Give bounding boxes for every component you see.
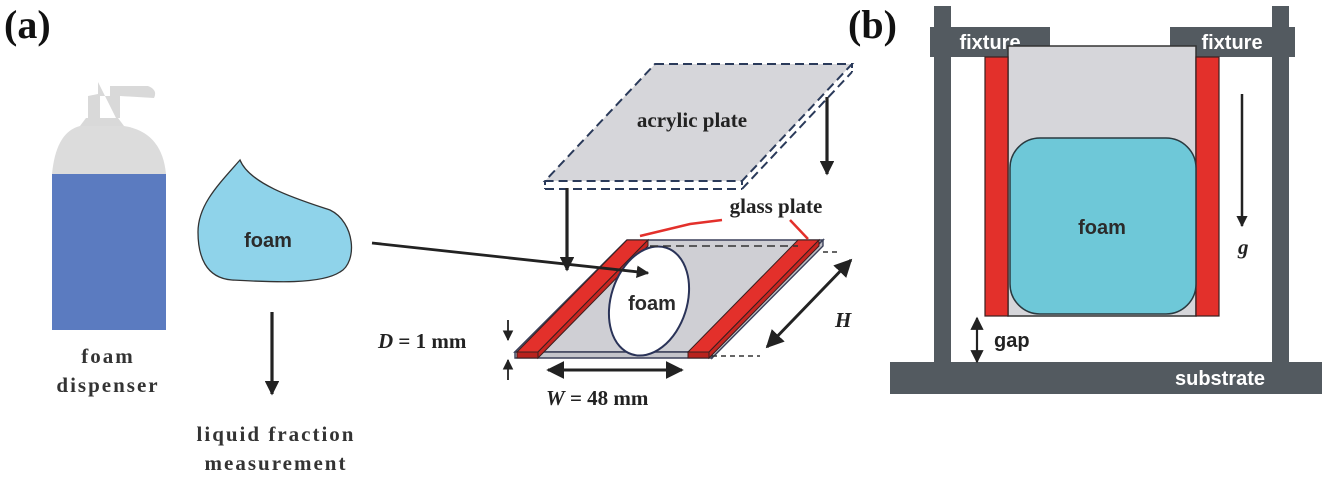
foam-block (1009, 137, 1197, 315)
substrate (890, 362, 1322, 394)
foam-dispenser-icon (52, 82, 166, 330)
post-left (934, 6, 951, 364)
cell-foam (607, 245, 691, 357)
measurement-label-line1: liquid fraction (197, 422, 356, 446)
gravity-label: g (1237, 235, 1249, 259)
acrylic-plate-label: acrylic plate (637, 108, 747, 132)
gap-label: gap (994, 330, 1030, 352)
glass-plate-label: glass plate (730, 194, 823, 218)
d-dimension-label: D = 1 mm (377, 329, 467, 353)
dispenser-label-line1: foam (81, 344, 135, 368)
panel-b-label: (b) (848, 2, 897, 47)
post-right (1272, 6, 1289, 364)
foam-block-label: foam (1078, 217, 1126, 239)
glass-plate-left (984, 56, 1009, 317)
panel-a-label: (a) (4, 2, 51, 47)
dispenser-label-line2: dispenser (56, 373, 159, 397)
fixture-right-label: fixture (1201, 32, 1262, 54)
h-dimension-label: H (834, 308, 852, 332)
fixture-left-label: fixture (959, 32, 1020, 54)
w-dimension-label: W = 48 mm (546, 386, 649, 410)
h-dimension-arrow (765, 258, 853, 349)
measurement-label-line2: measurement (205, 451, 348, 475)
cell-foam-label: foam (628, 293, 676, 315)
glass-leader-right (789, 219, 809, 240)
substrate-label: substrate (1175, 368, 1265, 390)
glass-leader-left (639, 218, 723, 238)
transfer-arrow (371, 241, 650, 279)
foam-blob (197, 158, 353, 283)
foam-blob-label: foam (244, 230, 292, 252)
glass-plate-right (1195, 56, 1220, 317)
